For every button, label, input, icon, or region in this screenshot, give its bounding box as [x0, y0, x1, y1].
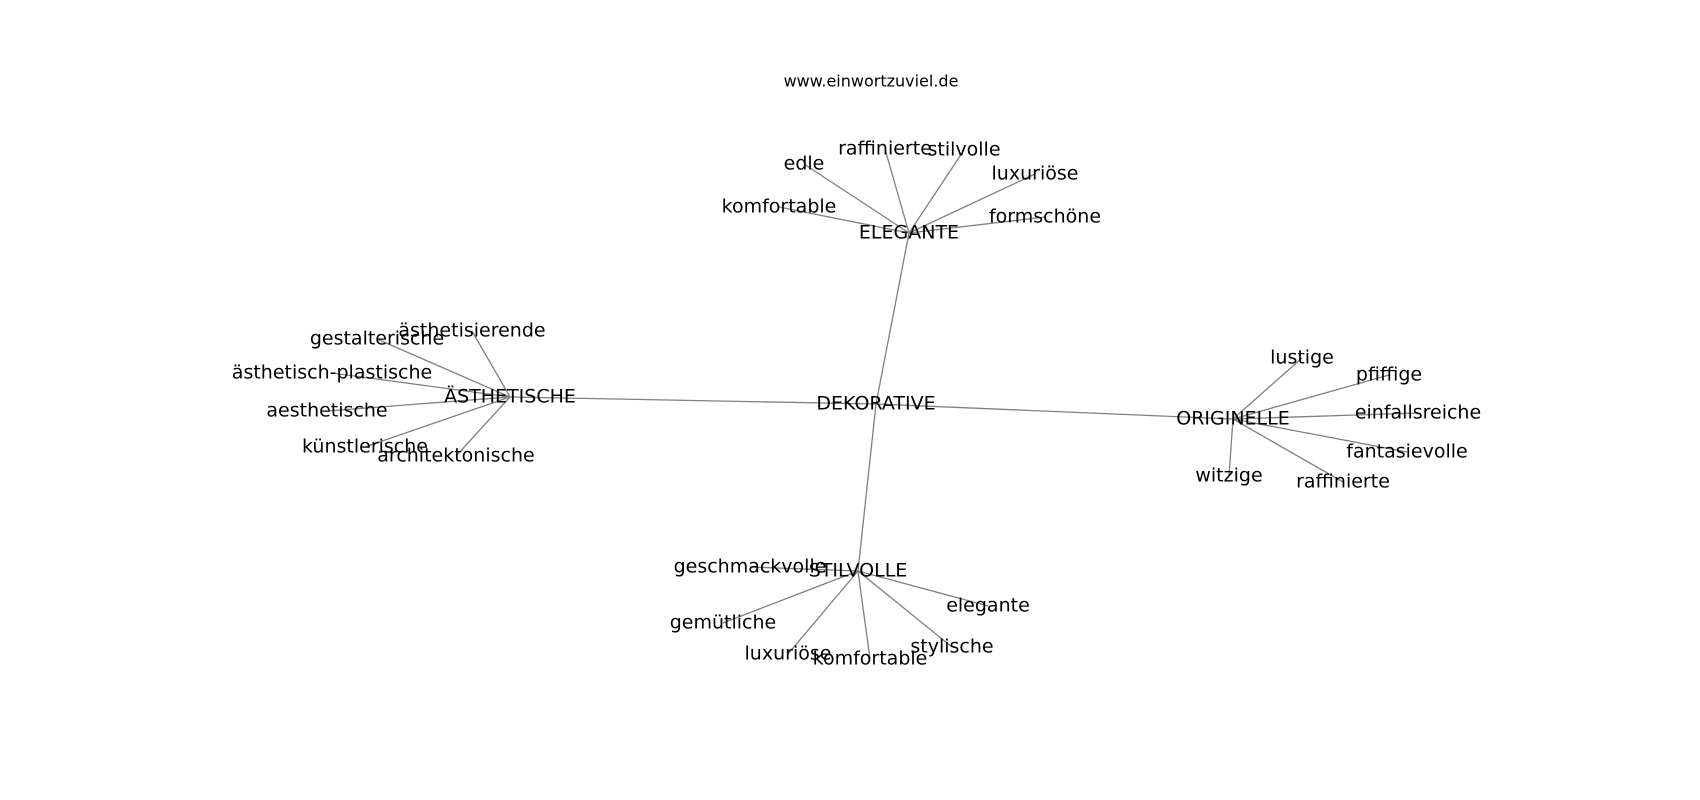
source-label: www.einwortzuviel.de — [784, 72, 959, 91]
node-hub-aesthetische: ÄSTHETISCHE — [444, 385, 576, 408]
node-leaf-elegante-luxurioese: luxuriöse — [992, 163, 1079, 185]
node-leaf-originelle-lustige: lustige — [1270, 347, 1334, 369]
node-leaf-aesthetische-aesthetische-lc: aesthetische — [266, 400, 387, 422]
edge-stilvolle-luxurioese — [787, 570, 859, 655]
node-leaf-aesthetische-architektonische: architektonische — [377, 445, 534, 467]
node-leaf-originelle-fantasievolle: fantasievolle — [1346, 441, 1467, 463]
node-leaf-originelle-raffinierte: raffinierte — [1296, 471, 1390, 493]
node-leaf-elegante-formschoene: formschöne — [989, 206, 1101, 228]
edge-stilvolle-elegante-lc — [857, 570, 989, 607]
node-leaf-aesthetische-kuenstlerische: künstlerische — [302, 436, 428, 458]
node-leaf-stilvolle-komfortable: komfortable — [813, 648, 928, 670]
node-hub-originelle: ORIGINELLE — [1176, 408, 1289, 430]
edge-aesthetische-aesthetische-lc — [326, 396, 511, 412]
node-leaf-elegante-raffinierte: raffinierte — [838, 138, 932, 160]
edge-originelle-einfallsreiche — [1232, 412, 1419, 420]
edge-stilvolle-geschmackvolle — [749, 566, 859, 572]
node-leaf-stilvolle-stylische: stylische — [910, 636, 993, 658]
edge-stilvolle-komfortable — [857, 570, 871, 660]
edge-originelle-pfiffige — [1232, 374, 1390, 420]
node-leaf-originelle-einfallsreiche: einfallsreiche — [1355, 402, 1481, 424]
node-leaf-originelle-pfiffige: pfiffige — [1356, 364, 1422, 386]
edge-dekorative-aesthetische — [509, 396, 877, 405]
node-leaf-stilvolle-gemuetliche: gemütliche — [670, 612, 777, 634]
node-hub-elegante: ELEGANTE — [859, 222, 959, 244]
node-leaf-elegante-stilvolle: stilvolle — [927, 139, 1000, 161]
node-leaf-elegante-komfortable: komfortable — [722, 196, 837, 218]
node-hub-stilvolle: STILVOLLE — [809, 560, 908, 582]
edge-originelle-raffinierte — [1232, 418, 1344, 483]
edge-aesthetische-kuenstlerische — [364, 396, 511, 448]
edge-elegante-luxurioese — [908, 173, 1036, 234]
edge-elegante-stilvolle — [908, 149, 965, 234]
node-leaf-originelle-witzige: witzige — [1195, 465, 1262, 487]
edges — [326, 148, 1419, 660]
node-labels: DEKORATIVEELEGANTEedleraffiniertestilvol… — [232, 138, 1481, 670]
edge-elegante-raffinierte — [884, 148, 910, 234]
node-leaf-aesthetische-aesthetisierende: ästhetisierende — [398, 320, 545, 342]
edge-originelle-fantasievolle — [1232, 418, 1408, 453]
edge-aesthetische-aesthetisierende — [471, 330, 511, 398]
node-leaf-aesthetische-gestalterische: gestalterische — [310, 328, 444, 350]
edge-stilvolle-stylische — [857, 570, 953, 648]
edge-originelle-lustige — [1232, 357, 1303, 420]
node-leaf-elegante-edle: edle — [784, 153, 825, 175]
node-leaf-aesthetische-aesthetisch-plastische: ästhetisch-plastische — [232, 362, 432, 384]
node-center-dekorative: DEKORATIVE — [816, 393, 935, 415]
edge-dekorative-originelle — [875, 403, 1234, 420]
edge-dekorative-stilvolle — [857, 403, 877, 572]
edge-elegante-formschoene — [908, 216, 1046, 234]
node-leaf-stilvolle-luxurioese: luxuriöse — [745, 643, 832, 665]
edge-elegante-edle — [803, 163, 910, 234]
node-leaf-stilvolle-elegante-lc: elegante — [946, 595, 1030, 617]
edge-elegante-komfortable — [778, 206, 910, 234]
edge-stilvolle-gemuetliche — [722, 570, 859, 624]
edge-dekorative-elegante — [875, 232, 910, 405]
edge-aesthetische-gestalterische — [376, 338, 511, 398]
edge-aesthetische-aesthetisch-plastische — [331, 372, 511, 398]
edge-originelle-witzige — [1228, 418, 1234, 477]
node-leaf-stilvolle-geschmackvolle: geschmackvolle — [674, 556, 827, 578]
edge-aesthetische-architektonische — [455, 396, 511, 457]
